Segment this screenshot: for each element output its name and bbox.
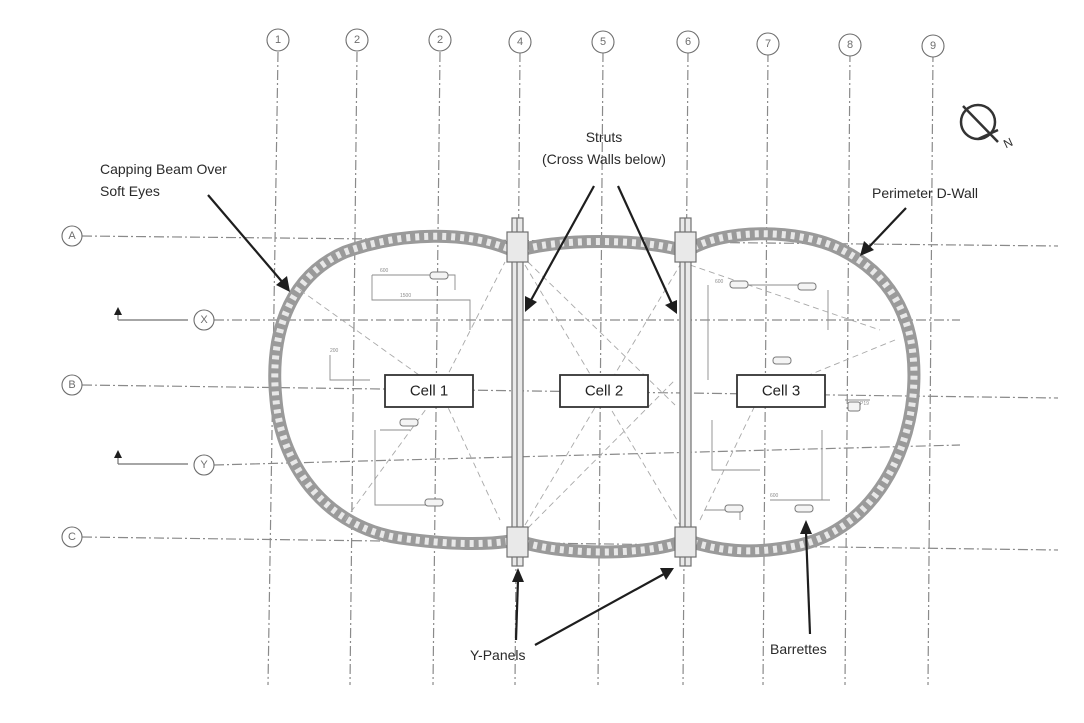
callout-perimeter-wall: Perimeter D-Wall (860, 185, 978, 256)
grid-line-col-5 (597, 51, 604, 686)
column-bubble-4: 4 (508, 30, 532, 54)
grid-line-row-c (81, 536, 1059, 551)
column-bubbles: 1 2 2 4 5 6 7 8 (266, 28, 945, 58)
section-markers (114, 307, 188, 465)
svg-text:7: 7 (765, 38, 771, 50)
svg-text:A: A (68, 230, 76, 242)
barrette-pile (729, 280, 749, 289)
grid-line-col-2 (349, 51, 358, 686)
north-arrow-icon: N (959, 103, 1015, 151)
cell-label-2: Cell 2 (559, 374, 649, 408)
row-bubble-x: X (193, 309, 215, 331)
svg-text:8: 8 (847, 39, 853, 51)
svg-text:1500: 1500 (400, 293, 411, 299)
column-bubble-7: 7 (756, 32, 780, 56)
y-panel (506, 526, 529, 558)
svg-text:4: 4 (517, 36, 523, 48)
grid-line-col-3 (432, 51, 441, 686)
barrette-pile (797, 282, 817, 291)
column-bubble-5: 5 (591, 30, 615, 54)
svg-text:200: 200 (330, 348, 339, 354)
svg-text:X: X (200, 314, 208, 326)
barrette-pile (724, 504, 744, 513)
svg-text:B: B (68, 379, 75, 391)
barrette-pile (772, 356, 792, 365)
svg-text:Cell 3: Cell 3 (762, 383, 800, 400)
callout-barrettes: Barrettes (770, 520, 827, 657)
struts-label: Struts (586, 129, 623, 145)
barrette-pile (399, 418, 419, 427)
vertical-grid-lines (267, 51, 934, 686)
svg-text:5: 5 (600, 36, 606, 48)
north-label: N (1001, 135, 1015, 151)
callout-y-panels: Y-Panels (470, 568, 674, 663)
barrettes-label: Barrettes (770, 641, 827, 657)
dimension-details: 600 1500 200 600 600 P19 (329, 268, 870, 520)
strut-left (506, 217, 529, 567)
perimeter-d-wall-label: Perimeter D-Wall (872, 185, 978, 201)
barrette-piles (399, 271, 861, 513)
row-bubble-b: B (61, 374, 83, 396)
callout-struts: Struts (Cross Walls below) (525, 129, 677, 314)
row-bubbles: A X B Y C (61, 225, 215, 548)
cell-label-3: Cell 3 (736, 374, 826, 408)
grid-line-col-1 (267, 51, 279, 686)
svg-text:9: 9 (930, 40, 936, 52)
column-bubble-8: 8 (838, 33, 862, 57)
struts-label-line2: (Cross Walls below) (542, 151, 666, 167)
barrette-pile (847, 401, 861, 412)
svg-text:Cell 2: Cell 2 (585, 383, 623, 400)
row-bubble-a: A (61, 225, 83, 247)
barrette-pile (424, 498, 444, 507)
y-panel (674, 526, 697, 558)
svg-text:2: 2 (437, 34, 443, 46)
callout-capping-beam: Capping Beam Over Soft Eyes (100, 161, 290, 292)
y-panel (674, 231, 697, 263)
svg-text:600: 600 (715, 279, 724, 285)
y-panels-label: Y-Panels (470, 647, 526, 663)
barrette-pile (429, 271, 449, 280)
grid-line-row-y (213, 444, 961, 466)
column-bubble-9: 9 (921, 34, 945, 58)
perimeter-d-wall (268, 227, 921, 559)
svg-text:P19: P19 (860, 401, 869, 407)
svg-text:600: 600 (770, 493, 779, 499)
column-bubble-3: 2 (428, 28, 452, 52)
capping-beam-label: Capping Beam Over (100, 161, 227, 177)
row-bubble-y: Y (193, 454, 215, 476)
svg-text:C: C (68, 531, 76, 543)
svg-text:6: 6 (685, 36, 691, 48)
column-bubble-6: 6 (676, 30, 700, 54)
svg-text:Cell 1: Cell 1 (410, 383, 448, 400)
cell-label-1: Cell 1 (384, 374, 474, 408)
grid-line-col-6 (682, 51, 689, 686)
y-panel (506, 231, 529, 263)
grid-line-col-7 (762, 51, 769, 686)
strut-right (674, 217, 697, 567)
column-bubble-2: 2 (345, 28, 369, 52)
column-bubble-1: 1 (266, 28, 290, 52)
svg-text:2: 2 (354, 34, 360, 46)
barrette-pile (794, 504, 814, 513)
grid-line-col-9 (927, 51, 934, 686)
row-bubble-c: C (61, 526, 83, 548)
grid-line-col-8 (844, 51, 851, 686)
capping-beam-label-line2: Soft Eyes (100, 183, 160, 199)
svg-text:600: 600 (380, 268, 389, 274)
svg-text:Y: Y (200, 459, 208, 471)
svg-text:1: 1 (275, 34, 281, 46)
